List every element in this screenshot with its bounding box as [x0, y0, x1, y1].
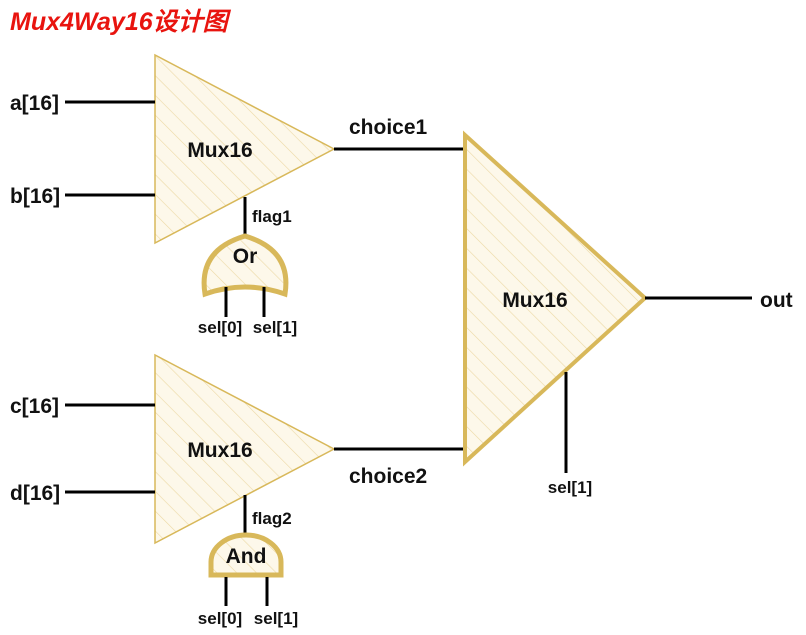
or-sel0-label: sel[0]: [198, 318, 242, 337]
mux-bottom-label: Mux16: [187, 439, 252, 462]
diagram-title: Mux4Way16设计图: [10, 8, 232, 36]
or-sel1-label: sel[1]: [253, 318, 297, 337]
and-sel1-label: sel[1]: [254, 609, 298, 628]
mux-final-body: [463, 130, 648, 467]
choice1-label: choice1: [349, 116, 428, 139]
and-gate-body: [208, 532, 284, 578]
choice2-label: choice2: [349, 465, 427, 488]
mux-final-label: Mux16: [502, 289, 567, 312]
and-sel0-label: sel[0]: [198, 609, 242, 628]
input-c-label: c[16]: [10, 395, 59, 418]
or-gate: Or: [201, 233, 289, 298]
and-gate-label: And: [226, 545, 267, 568]
flag1-label: flag1: [252, 207, 292, 226]
input-a-label: a[16]: [10, 92, 59, 115]
mux-top-body: [154, 53, 336, 245]
mux-final: Mux16: [463, 130, 648, 467]
or-gate-label: Or: [233, 245, 258, 268]
final-sel-label: sel[1]: [548, 478, 592, 497]
input-d-label: d[16]: [10, 482, 60, 505]
or-gate-body: [201, 233, 289, 298]
out-label: out: [760, 289, 793, 312]
and-gate: And: [208, 532, 284, 578]
input-b-label: b[16]: [10, 185, 60, 208]
flag2-label: flag2: [252, 509, 292, 528]
mux-top: Mux16: [154, 53, 336, 245]
mux-top-label: Mux16: [187, 139, 252, 162]
